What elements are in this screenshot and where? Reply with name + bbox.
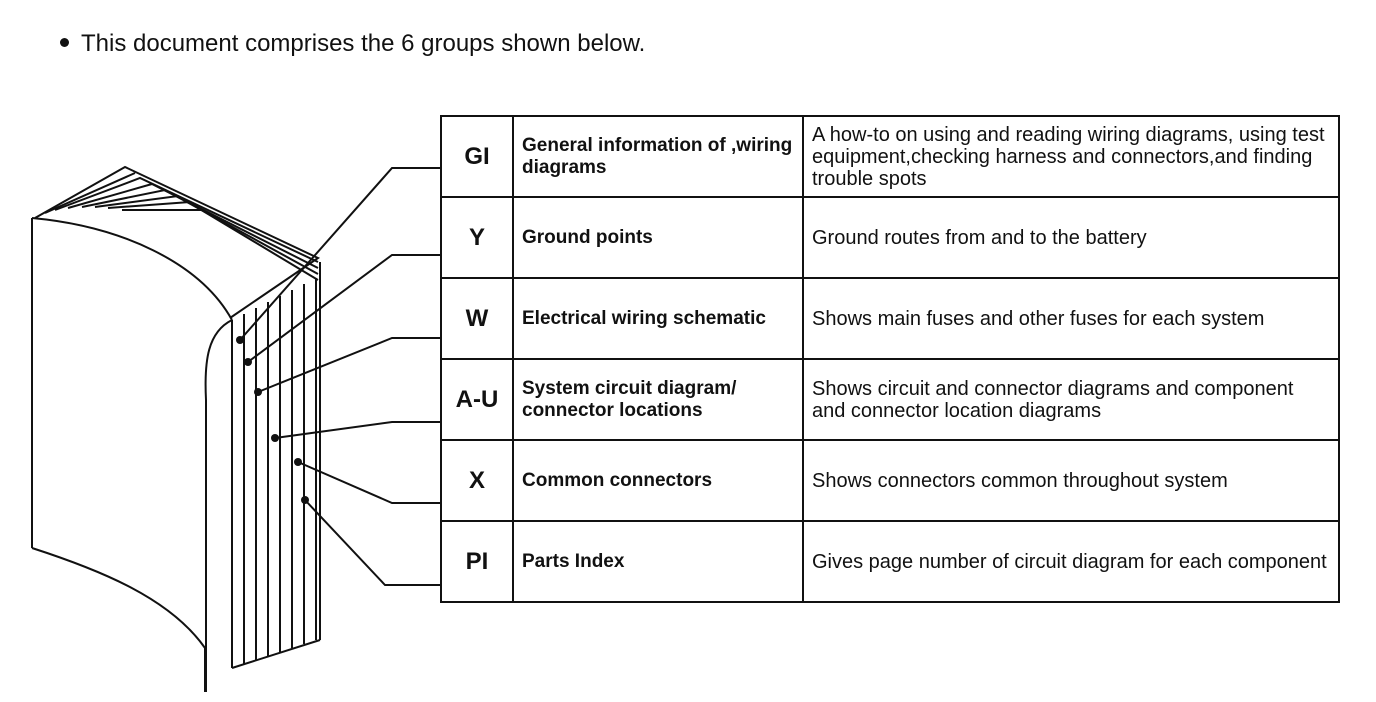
table-row: Y Ground points Ground routes from and t… [440,196,1340,279]
group-code: PI [440,520,514,603]
group-code: W [440,277,514,360]
table-row: W Electrical wiring schematic Shows main… [440,277,1340,360]
group-description: Ground routes from and to the battery [802,196,1340,279]
intro-sentence: This document comprises the 6 groups sho… [60,30,645,58]
group-description: Shows main fuses and other fuses for eac… [802,277,1340,360]
group-description: Shows connectors common throughout syste… [802,439,1340,522]
group-description: A how-to on using and reading wiring dia… [802,115,1340,198]
table-row: X Common connectors Shows connectors com… [440,439,1340,522]
intro-text: This document comprises the 6 groups sho… [81,30,646,57]
group-name: Common connectors [512,439,804,522]
table-row: PI Parts Index Gives page number of circ… [440,520,1340,603]
group-code: Y [440,196,514,279]
group-name: Ground points [512,196,804,279]
group-code: GI [440,115,514,198]
bullet-icon [60,38,69,48]
group-code: A-U [440,358,514,441]
group-description: Gives page number of circuit diagram for… [802,520,1340,603]
group-code: X [440,439,514,522]
group-name: Electrical wiring schematic [512,277,804,360]
table-row: A-U System circuit diagram/ connector lo… [440,358,1340,441]
group-name: System circuit diagram/ connector locati… [512,358,804,441]
groups-table: GI General information of ,wiring diagra… [440,115,1340,603]
group-name: General information of ,wiring diagrams [512,115,804,198]
group-description: Shows circuit and connector diagrams and… [802,358,1340,441]
group-name: Parts Index [512,520,804,603]
table-row: GI General information of ,wiring diagra… [440,115,1340,198]
